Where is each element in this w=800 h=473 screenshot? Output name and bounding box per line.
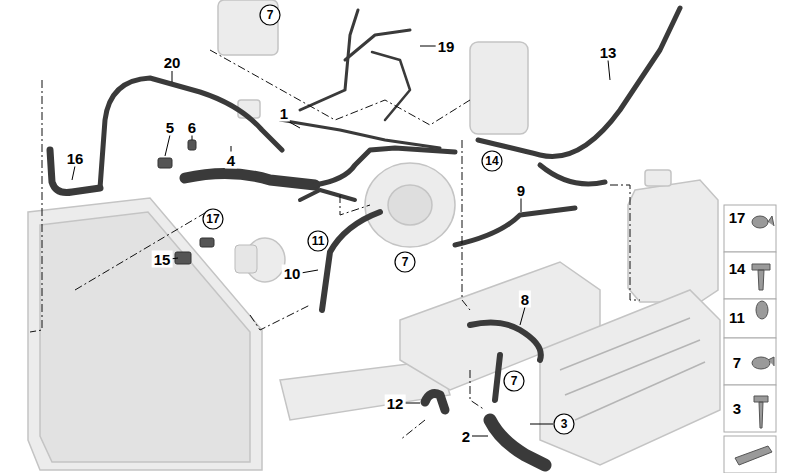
callout-number: 14 [727,260,748,277]
callout-number: 14 [485,155,498,167]
callout-number: 11 [312,235,325,247]
coolant-hoses [50,8,680,465]
callout-number: 17 [727,209,748,226]
components [218,0,720,465]
leader-lines [72,46,610,436]
callout-number: 7 [267,9,274,21]
sensors [158,140,257,273]
callout-number: 11 [727,309,747,326]
callout-number: 3 [731,400,743,417]
callout-number: 9 [515,182,527,199]
callout-number: 19 [436,38,457,55]
callout-number: 8 [519,291,531,308]
callout-number: 12 [385,395,406,412]
callout-number: 4 [225,152,237,169]
callout-number: 13 [598,44,619,61]
callout-number: 17 [206,213,219,225]
callout-number: 7 [731,354,743,371]
callout-number: 15 [152,251,173,268]
callout-number: 7 [402,256,409,268]
callout-number: 20 [162,54,183,71]
callout-number: 3 [561,418,568,430]
fastener-legend [724,205,776,473]
callout-circles [203,5,574,434]
callout-number: 6 [186,119,198,136]
assembly-lines [30,50,640,440]
callout-number: 2 [460,428,472,445]
fastener-icons [735,216,774,465]
callout-number: 5 [164,119,176,136]
callout-number: 1 [278,105,290,122]
callout-number: 7 [511,375,518,387]
callout-number: 16 [65,150,86,167]
callout-number: 10 [282,265,303,282]
